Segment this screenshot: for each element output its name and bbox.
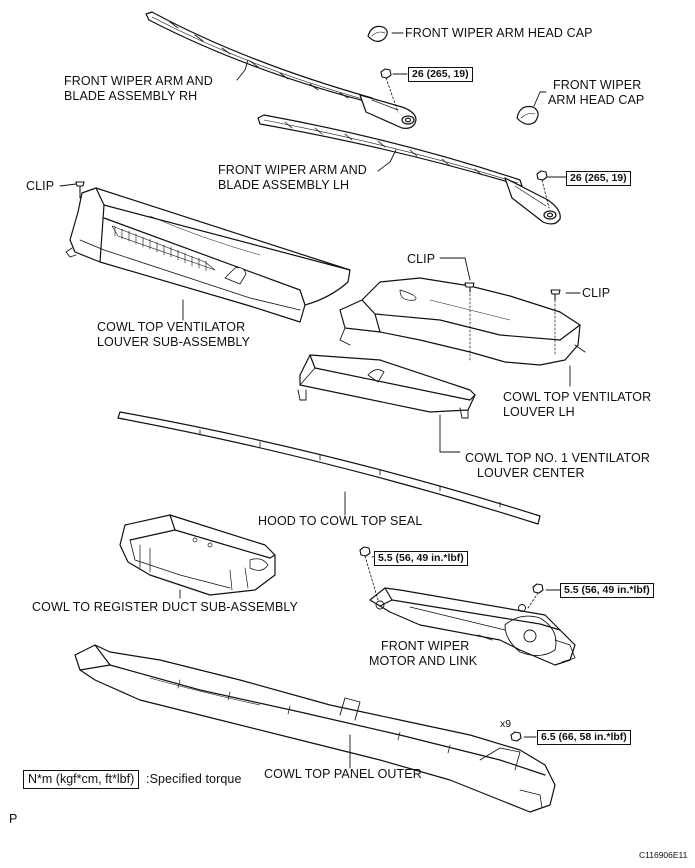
wiper-head-cap-rh-drawing — [367, 25, 388, 42]
label-louver-lh-line2: LOUVER LH — [503, 405, 575, 419]
label-motor-link-line1: FRONT WIPER — [381, 639, 470, 653]
cowl-panel-outer-drawing — [74, 644, 556, 813]
torque-badge-panel: 6.5 (66, 58 in.*lbf) — [537, 730, 631, 745]
wiper-arm-rh-drawing — [145, 11, 417, 129]
label-cowl-panel-outer: COWL TOP PANEL OUTER — [264, 767, 422, 781]
label-wiper-arm-lh-line1: FRONT WIPER ARM AND — [218, 163, 367, 177]
page-marker: P — [9, 812, 18, 826]
clip-mid-drawing — [464, 282, 475, 293]
label-clip-mid: CLIP — [407, 252, 436, 266]
cowl-louver-sub-assembly-drawing — [65, 185, 351, 323]
torque-badge-arm-rh: 26 (265, 19) — [408, 67, 473, 82]
label-hood-seal: HOOD TO COWL TOP SEAL — [258, 514, 423, 528]
nut-motor-right-drawing — [527, 583, 544, 609]
figure-code: C116906E11 — [639, 850, 688, 860]
label-wiper-head-cap-lh-line2: ARM HEAD CAP — [548, 93, 645, 107]
nut-arm-rh-drawing — [380, 68, 399, 113]
clip-left-drawing — [75, 181, 85, 193]
label-register-duct: COWL TO REGISTER DUCT SUB-ASSEMBLY — [32, 600, 298, 614]
label-wiper-arm-lh-line2: BLADE ASSEMBLY LH — [218, 178, 350, 192]
label-wiper-head-cap-lh-line1: FRONT WIPER — [553, 78, 642, 92]
torque-badge-motor-left: 5.5 (56, 49 in.*lbf) — [374, 551, 468, 566]
label-motor-link-line2: MOTOR AND LINK — [369, 654, 478, 668]
torque-badge-arm-lh: 26 (265, 19) — [566, 171, 631, 186]
label-quantity: x9 — [500, 718, 512, 730]
clip-right-drawing — [550, 289, 561, 301]
nut-motor-left-drawing — [359, 546, 379, 601]
label-wiper-arm-rh-line2: BLADE ASSEMBLY RH — [64, 89, 198, 103]
label-louver-sub-line1: COWL TOP VENTILATOR — [97, 320, 246, 334]
label-louver-center-line2: LOUVER CENTER — [477, 466, 585, 480]
label-louver-center-line1: COWL TOP NO. 1 VENTILATOR — [465, 451, 650, 465]
label-louver-sub-line2: LOUVER SUB-ASSEMBLY — [97, 335, 251, 349]
register-duct-drawing — [119, 514, 276, 596]
label-clip-left: CLIP — [26, 179, 55, 193]
hood-seal-drawing — [117, 411, 541, 525]
wiper-arm-lh-drawing — [257, 114, 561, 225]
label-wiper-head-cap-rh: FRONT WIPER ARM HEAD CAP — [405, 26, 593, 40]
legend-unit-box: N*m (kgf*cm, ft*lbf) — [23, 770, 140, 789]
cowl-louver-lh-drawing — [339, 277, 586, 366]
label-clip-right: CLIP — [582, 286, 611, 300]
legend-text: :Specified torque — [146, 772, 242, 786]
nut-arm-lh-drawing — [536, 170, 550, 209]
torque-badge-motor-right: 5.5 (56, 49 in.*lbf) — [560, 583, 654, 598]
wiper-head-cap-lh-drawing — [516, 105, 539, 125]
cowl-louver-center-drawing — [297, 354, 476, 419]
label-wiper-arm-rh-line1: FRONT WIPER ARM AND — [64, 74, 213, 88]
label-louver-lh-line1: COWL TOP VENTILATOR — [503, 390, 652, 404]
wiper-motor-link-drawing — [369, 587, 576, 666]
nut-panel-drawing — [510, 731, 522, 742]
